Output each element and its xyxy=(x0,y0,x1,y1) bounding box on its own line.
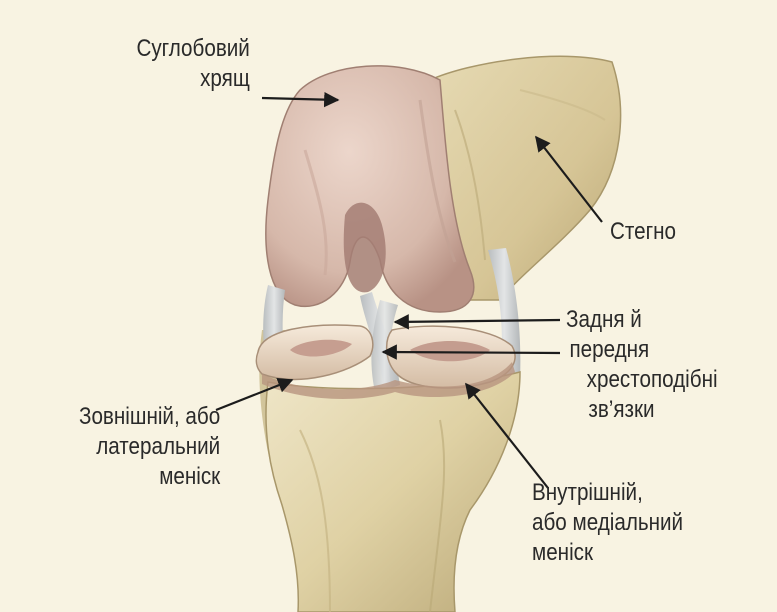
label-femur: Стегно xyxy=(610,217,676,247)
anterior-cruciate-arrow xyxy=(383,352,560,353)
medial-meniscus-line-1: Внутрішній, xyxy=(532,478,683,508)
medial-meniscus-line-2: або медіальний xyxy=(532,508,683,538)
femur-line-1: Стегно xyxy=(610,217,676,247)
cruciate-line-4: зв’язки xyxy=(588,395,717,425)
cruciate-line-1: Задня й xyxy=(566,305,718,335)
cartilage-line-1: Суглобовий xyxy=(137,34,250,64)
cruciate-line-3: хрестоподібні xyxy=(587,365,718,395)
lateral-meniscus-line-2: латеральний xyxy=(79,432,220,462)
medial-meniscus-line-3: меніск xyxy=(532,538,683,568)
label-medial-meniscus: Внутрішній, або медіальний меніск xyxy=(532,478,683,568)
posterior-cruciate-arrow xyxy=(395,320,560,322)
label-cruciate-ligaments: Задня й передня хрестоподібні зв’язки xyxy=(566,305,718,425)
tibia xyxy=(266,372,520,612)
lateral-meniscus-line-1: Зовнішній, або xyxy=(79,402,220,432)
label-articular-cartilage: Суглобовий хрящ xyxy=(137,34,250,94)
label-lateral-meniscus: Зовнішній, або латеральний меніск xyxy=(79,402,220,492)
cruciate-line-2: передня xyxy=(569,335,717,365)
cartilage-line-2: хрящ xyxy=(137,64,250,94)
lateral-meniscus-line-3: меніск xyxy=(79,462,220,492)
